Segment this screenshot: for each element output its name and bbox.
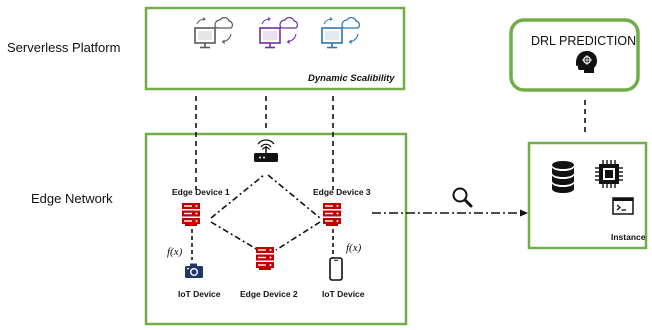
dynamic-scalability-label: Dynamic Scalibility [308,73,395,84]
iot-device-left-label: IoT Device [178,289,221,299]
database-icon [552,161,574,193]
server-icon [182,203,200,226]
drl-prediction-box [509,18,640,92]
instance-label: Instance [611,232,646,242]
iot-device-right-label: IoT Device [322,289,365,299]
platform-connectors [195,96,586,190]
edge-device-1-label: Edge Device 1 [172,187,230,197]
monitor-cloud-icon [194,16,234,49]
cpu-icon [595,160,623,188]
server-icon [323,203,341,226]
serverless-platform-box [144,6,406,91]
edge-device-2-label: Edge Device 2 [240,289,298,299]
function-label-right: f(x) [346,242,362,254]
camera-icon [185,263,203,278]
iot-links [191,229,334,260]
edge-device-3-label: Edge Device 3 [313,187,371,197]
instance-box [527,141,648,250]
server-icon [256,247,274,270]
terminal-icon [612,197,634,215]
smartphone-icon [329,257,343,281]
edge-network-box [144,132,408,326]
monitor-cloud-icon [321,16,361,49]
function-label-left: f(x) [167,246,183,258]
router-icon [254,139,278,162]
edge-mesh-links [210,174,321,251]
drl-prediction-label: DRL PREDICTION [531,34,637,48]
serverless-platform-label: Serverless Platform [7,40,121,55]
edge-network-label: Edge Network [31,191,113,206]
search-icon [452,187,473,208]
brain-head-icon [576,51,597,73]
prediction-arrow [372,209,528,217]
monitor-cloud-icon [259,16,299,49]
